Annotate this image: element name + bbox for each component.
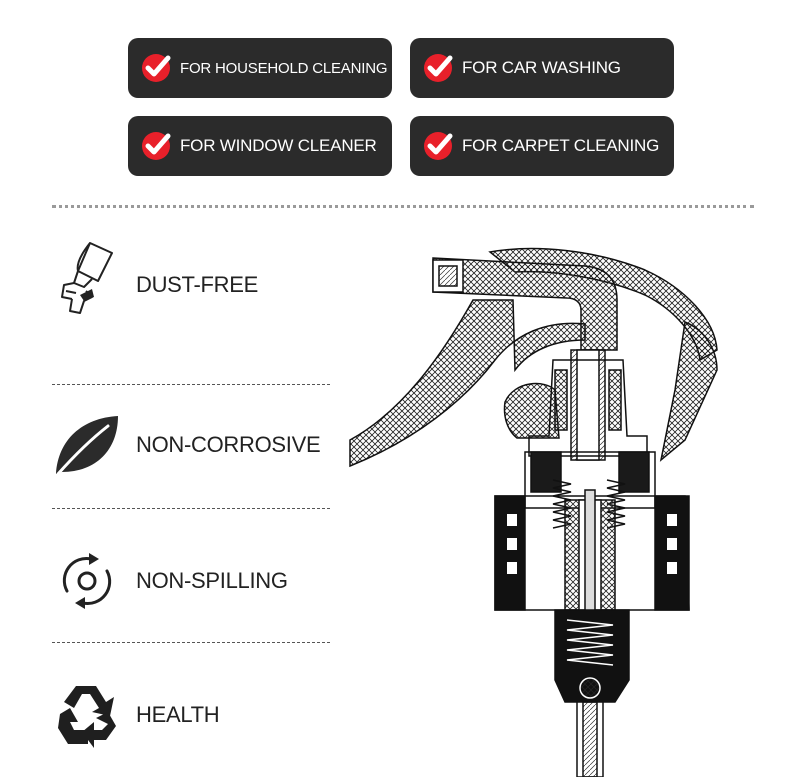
badge-household-cleaning: FOR HOUSEHOLD CLEANING — [128, 38, 392, 98]
trigger-sprayer-diagram — [345, 240, 735, 778]
feature-non-spilling: NON-SPILLING — [52, 546, 330, 616]
feature-separator — [52, 508, 330, 509]
checkmark-icon — [424, 54, 453, 82]
checkmark-icon — [142, 132, 171, 160]
badge-label: FOR CAR WASHING — [462, 58, 621, 77]
feature-separator — [52, 642, 330, 643]
usage-badges: FOR HOUSEHOLD CLEANING FOR CAR WASHING F… — [0, 0, 800, 190]
feature-label: NON-CORROSIVE — [136, 432, 321, 457]
feature-label: HEALTH — [136, 702, 220, 727]
checkmark-icon — [142, 54, 171, 82]
feature-separator — [52, 384, 330, 385]
badge-label: FOR WINDOW CLEANER — [180, 136, 377, 155]
checkmark-icon — [424, 132, 453, 160]
badge-car-washing: FOR CAR WASHING — [410, 38, 674, 98]
leaf-icon — [52, 410, 122, 480]
circular-arrows-icon — [52, 546, 122, 616]
badge-label: FOR HOUSEHOLD CLEANING — [180, 59, 388, 77]
spray-nozzle-icon — [52, 242, 122, 320]
feature-non-corrosive: NON-CORROSIVE — [52, 410, 330, 480]
recycle-icon — [52, 680, 122, 750]
feature-health: HEALTH — [52, 680, 330, 750]
feature-label: DUST-FREE — [136, 272, 258, 297]
badge-window-cleaner: FOR WINDOW CLEANER — [128, 116, 392, 176]
feature-dust-free: DUST-FREE — [52, 242, 330, 320]
dotted-divider — [52, 205, 754, 208]
badge-label: FOR CARPET CLEANING — [462, 136, 660, 155]
badge-carpet-cleaning: FOR CARPET CLEANING — [410, 116, 674, 176]
feature-label: NON-SPILLING — [136, 568, 288, 593]
